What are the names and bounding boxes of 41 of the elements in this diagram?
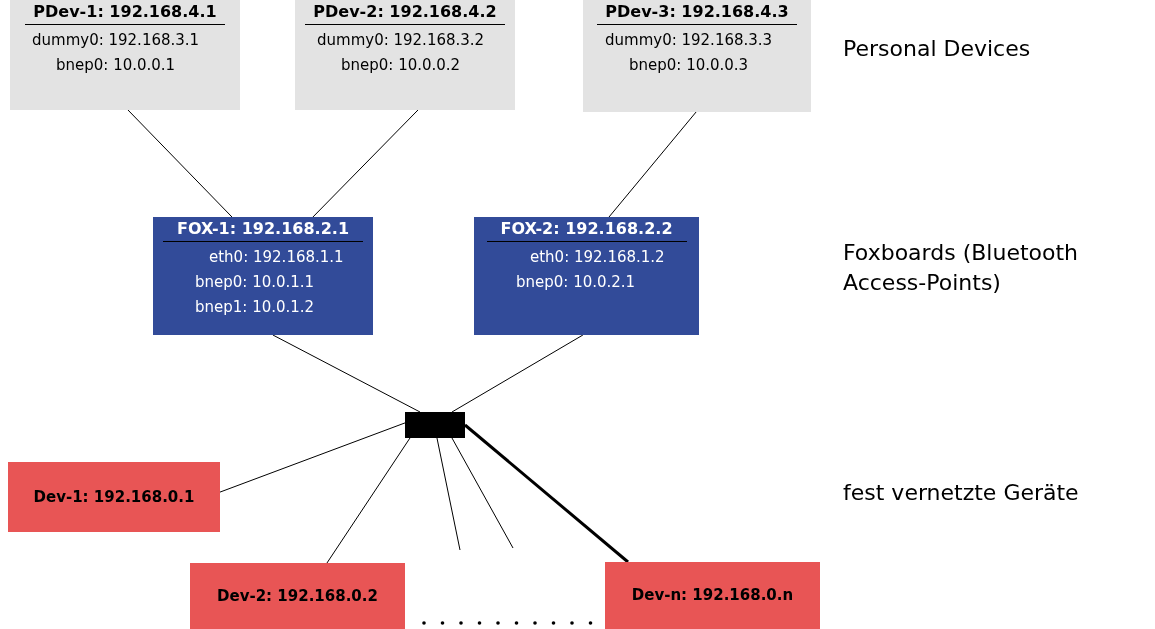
interface-address: dummy0: 192.168.3.2	[316, 30, 486, 51]
interface-address: bnep0: 10.0.0.2	[340, 55, 462, 76]
box-heading: FOX-2: 192.168.2.2	[500, 218, 673, 240]
interface-address: bnep0: 10.0.0.1	[55, 55, 177, 76]
access-point-box	[153, 217, 373, 335]
tier-label: fest vernetzte Geräte	[843, 479, 1080, 507]
box-heading: PDev-3: 192.168.4.3	[605, 1, 789, 23]
connection-line	[219, 422, 406, 493]
device-address: Dev-n: 192.168.0.n	[631, 585, 794, 607]
device-box	[190, 563, 405, 629]
network-switch	[405, 412, 465, 438]
connection-line	[608, 111, 697, 218]
connection-line	[127, 109, 233, 218]
connection-line	[464, 423, 629, 564]
access-point-box	[474, 217, 699, 335]
device-address: Dev-1: 192.168.0.1	[33, 486, 195, 508]
connection-line	[451, 334, 584, 413]
interface-address: eth0: 192.168.1.2	[529, 247, 666, 268]
box-heading: FOX-1: 192.168.2.1	[177, 218, 349, 240]
tier-label: Personal Devices	[843, 35, 1032, 63]
device-box	[10, 0, 240, 110]
device-box	[605, 562, 820, 629]
box-heading: PDev-1: 192.168.4.1	[33, 1, 217, 23]
connection-line	[272, 334, 421, 413]
connection-line	[326, 437, 411, 564]
device-address: Dev-2: 192.168.0.2	[217, 585, 378, 607]
interface-address: eth0: 192.168.1.1	[208, 247, 345, 268]
device-box	[295, 0, 515, 110]
interface-address: bnep0: 10.0.1.1	[194, 272, 316, 293]
interface-address: dummy0: 192.168.3.1	[31, 30, 201, 51]
device-box	[583, 0, 811, 112]
interface-address: bnep1: 10.0.1.2	[194, 297, 316, 318]
interface-address: bnep0: 10.0.2.1	[515, 272, 637, 293]
interface-address: bnep0: 10.0.0.3	[628, 55, 750, 76]
connection-line	[312, 109, 419, 218]
connection-line	[451, 437, 514, 549]
tier-label: Foxboards (Bluetooth Access-Points)	[843, 239, 1080, 297]
interface-address: dummy0: 192.168.3.3	[604, 30, 774, 51]
box-heading: PDev-2: 192.168.4.2	[313, 1, 497, 23]
connection-line	[436, 437, 461, 551]
device-box	[8, 462, 220, 532]
